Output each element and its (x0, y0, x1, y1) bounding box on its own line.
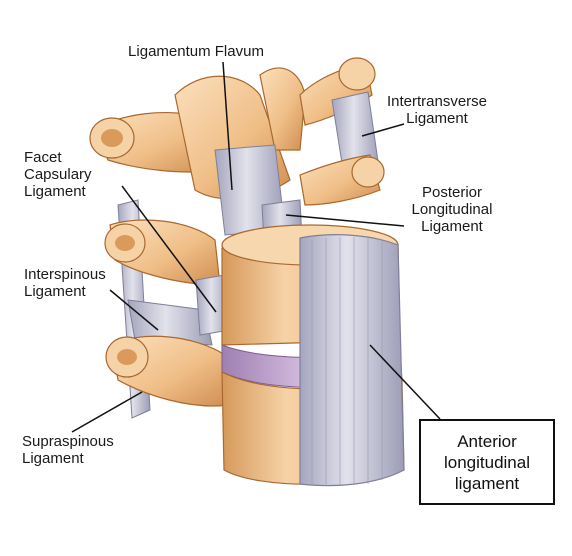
leader-anterior-longitudinal (369, 344, 441, 420)
anterior-ligament-fibers (311, 237, 383, 486)
leader-interspinous (109, 289, 159, 331)
upper-articular-process (259, 67, 306, 151)
anterior-longitudinal-ligament (299, 234, 405, 487)
upper-spinous-tip-hole (101, 129, 123, 147)
leader-lines (71, 61, 441, 433)
leader-ligamentum-flavum (222, 61, 233, 191)
label-facet-capsulary-ligament: Facet Capsulary Ligament (24, 149, 92, 200)
label-posterior-longitudinal-ligament: Posterior Longitudinal Ligament (411, 184, 493, 235)
label-ligamentum-flavum: Ligamentum Flavum (128, 43, 264, 60)
label-supraspinous-ligament: Supraspinous Ligament (22, 433, 114, 467)
leader-facet-capsulary (121, 185, 217, 313)
label-anterior-longitudinal-ligament: Anterior longitudinal ligament (443, 431, 530, 493)
middle-spinous-tip-hole (115, 235, 135, 251)
label-intertransverse-ligament: Intertransverse Ligament (386, 93, 488, 127)
leader-posterior-longitudinal (285, 214, 405, 227)
leader-supraspinous (71, 391, 143, 433)
leader-intertransverse (361, 123, 405, 137)
anterior-longitudinal-ligament-callout: Anterior longitudinal ligament (419, 419, 555, 505)
upper-transverse-tip (338, 57, 376, 91)
interspinous-ligament-lower (127, 299, 213, 346)
lower-transverse-tip (351, 156, 385, 188)
label-interspinous-ligament: Interspinous Ligament (24, 266, 106, 300)
lower-spinous-tip-hole (117, 349, 137, 365)
